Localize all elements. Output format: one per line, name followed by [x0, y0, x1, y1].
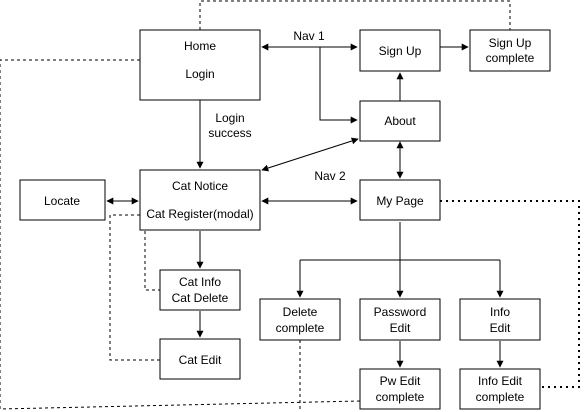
node-cat-notice-line2: Cat Register(modal)	[146, 207, 253, 221]
node-home-login: Home Login	[139, 29, 261, 101]
node-delete-complete: Delete complete	[259, 298, 341, 341]
node-pw-edit-complete: Pw Edit complete	[359, 368, 441, 410]
label-nav2: Nav 2	[314, 169, 346, 183]
node-cat-info: Cat Info Cat Delete	[159, 269, 241, 311]
edge-mypage-to-infoedit-complete-dotted	[440, 200, 580, 388]
node-locate: Locate	[19, 179, 106, 221]
node-cat-edit-line1: Cat Edit	[179, 353, 222, 367]
node-sign-up-complete: Sign Up complete	[469, 29, 551, 72]
node-home-login-line2: Login	[185, 67, 214, 81]
node-sign-up-line1: Sign Up	[379, 44, 422, 58]
edge-catnotice-about	[261, 137, 359, 172]
node-info-edit-line2: Edit	[490, 321, 511, 335]
node-password-edit-line2: Edit	[390, 321, 411, 335]
node-cat-notice: Cat Notice Cat Register(modal)	[139, 169, 261, 231]
edge-catnotice-to-catedit-dashed	[109, 214, 160, 361]
node-locate-line1: Locate	[44, 194, 80, 208]
node-cat-info-line2: Cat Delete	[172, 291, 229, 305]
node-delete-complete-line1: Delete	[283, 305, 318, 319]
node-info-edit-complete: Info Edit complete	[459, 368, 541, 410]
edge-catnotice-to-catinfo-dashed	[140, 229, 160, 291]
node-delete-complete-line2: complete	[276, 321, 325, 335]
node-pw-edit-complete-line1: Pw Edit	[380, 374, 421, 388]
node-info-edit-complete-line2: complete	[476, 390, 525, 404]
label-login-success-line2: success	[208, 126, 251, 140]
node-pw-edit-complete-line2: complete	[376, 390, 425, 404]
node-sign-up-complete-line1: Sign Up	[489, 36, 532, 50]
label-nav1: Nav 1	[293, 29, 325, 43]
node-password-edit: Password Edit	[359, 298, 441, 341]
edge-nav1-about	[319, 47, 358, 124]
node-my-page-line1: My Page	[376, 194, 424, 208]
node-info-edit-complete-line1: Info Edit	[478, 374, 523, 388]
node-cat-notice-line1: Cat Notice	[172, 179, 228, 193]
node-home-login-line1: Home	[184, 39, 216, 53]
node-info-edit-line1: Info	[490, 305, 510, 319]
node-info-edit: Info Edit	[459, 298, 541, 341]
label-login-success-line1: Login	[215, 111, 244, 125]
node-password-edit-line1: Password	[374, 305, 427, 319]
node-sign-up: Sign Up	[359, 29, 441, 72]
node-cat-edit: Cat Edit	[159, 338, 241, 380]
node-cat-info-line1: Cat Info	[179, 275, 221, 289]
node-about: About	[359, 100, 441, 142]
edge-home-to-signup-complete-dashed	[199, 0, 511, 30]
solid-connectors	[106, 43, 504, 368]
node-about-line1: About	[384, 114, 416, 128]
node-sign-up-complete-line2: complete	[486, 51, 535, 65]
node-my-page: My Page	[359, 179, 441, 221]
